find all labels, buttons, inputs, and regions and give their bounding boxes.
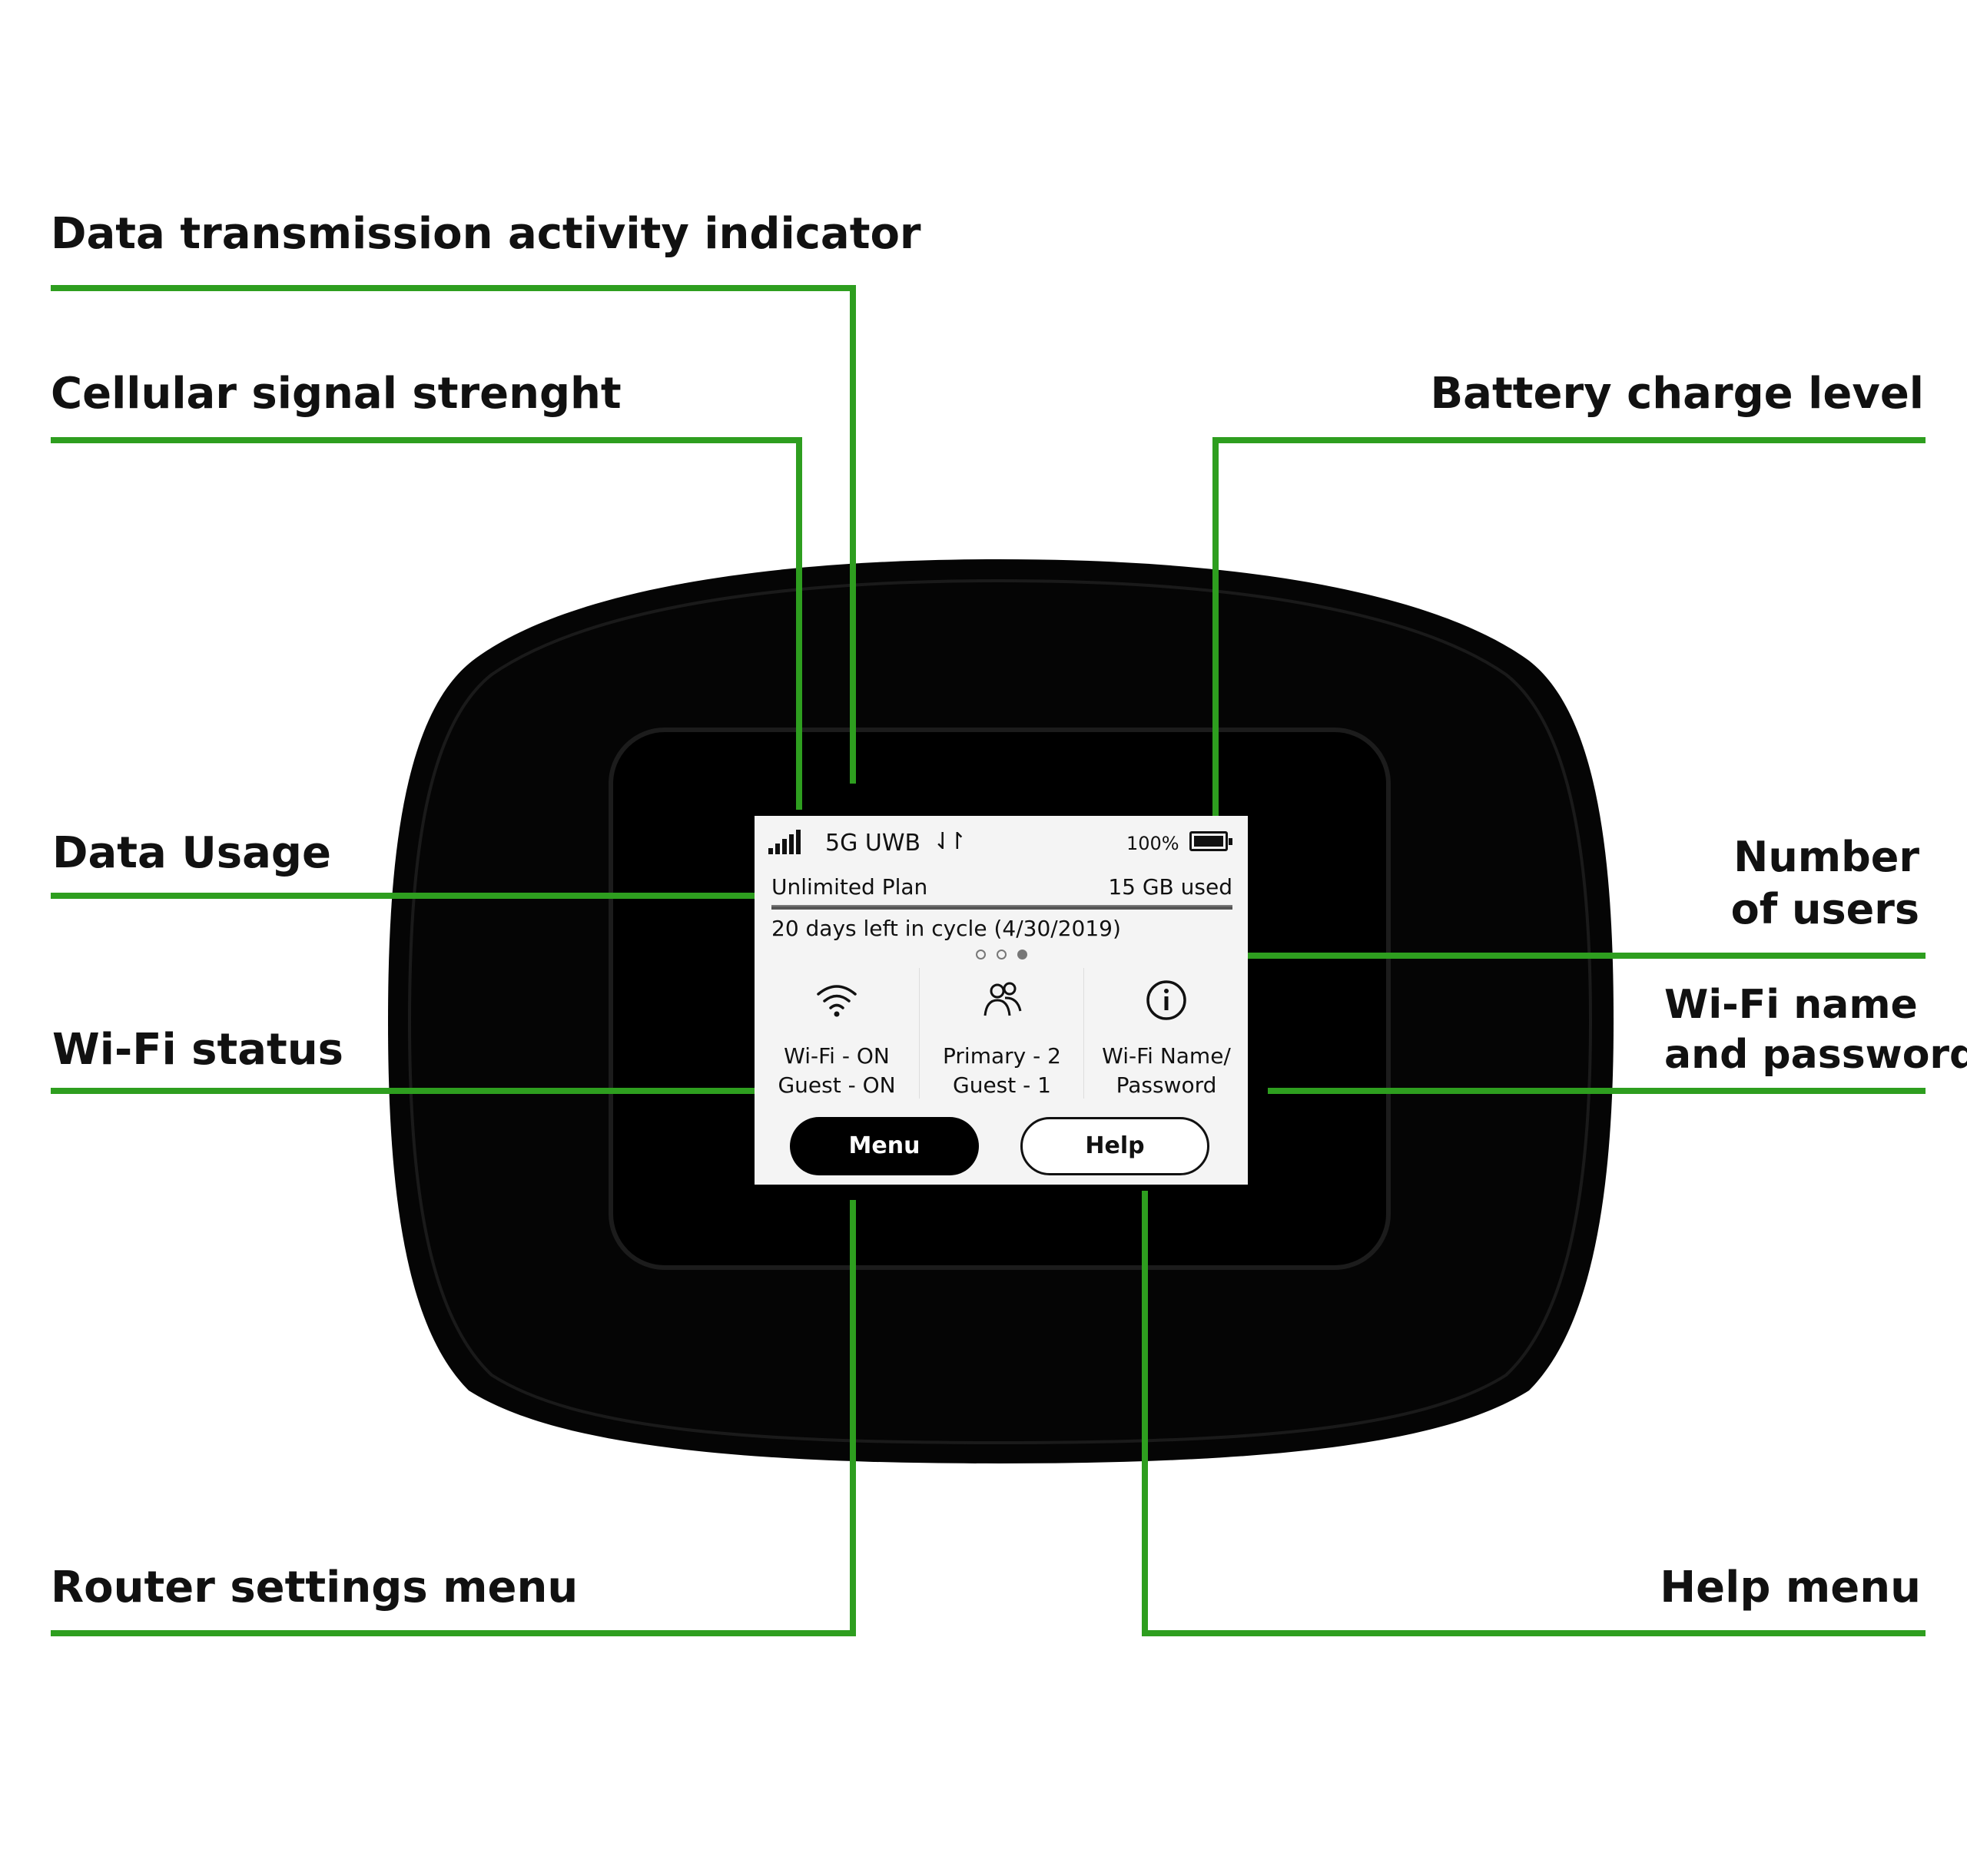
password-label: Password [1116, 1072, 1217, 1098]
callout-number-of-users-line1: Number [1733, 833, 1919, 881]
leader-help-menu [1142, 1191, 1926, 1636]
help-button[interactable]: Help [1020, 1117, 1209, 1175]
guest-wifi-state: Guest - ON [778, 1072, 896, 1098]
tile-wifi-credentials[interactable]: Wi-Fi Name/ Password [1083, 968, 1248, 1099]
tile-users[interactable]: Primary - 2 Guest - 1 [919, 968, 1084, 1099]
guest-users: Guest - 1 [953, 1072, 1051, 1098]
page-indicator [755, 948, 1248, 963]
menu-button[interactable]: Menu [790, 1117, 979, 1175]
leader-battery [1212, 437, 1926, 822]
callout-data-transmission: Data transmission activity indicator [51, 209, 921, 259]
users-icon [984, 982, 1022, 1016]
callout-cellular-signal: Cellular signal strenght [51, 369, 622, 419]
wifi-state: Wi-Fi - ON [784, 1043, 890, 1069]
network-type: 5G UWB [825, 830, 921, 857]
up-down-arrows-icon: ⇃↾ [933, 828, 967, 855]
signal-bar [789, 834, 794, 854]
usage-bar [771, 905, 1232, 910]
device-bezel-highlight [407, 578, 1593, 1445]
leader-data-transmission [51, 285, 856, 784]
callout-battery: Battery charge level [1430, 369, 1925, 419]
signal-bar [782, 839, 787, 854]
tile-users-label: Primary - 2 Guest - 1 [920, 1042, 1084, 1100]
usage-bar-fill [771, 907, 1232, 910]
wifi-icon [817, 985, 857, 1017]
tile-wifi-credentials-label: Wi-Fi Name/ Password [1084, 1042, 1248, 1100]
callout-data-usage: Data Usage [52, 828, 331, 878]
callout-wifi-name-password: Wi-Fi name and password [1664, 980, 1967, 1080]
page-dot [1017, 950, 1027, 960]
info-icon [1146, 980, 1186, 1020]
signal-bar [768, 848, 773, 854]
signal-strength-icon [768, 830, 805, 854]
callout-wifi-name-line2: and password [1664, 1032, 1967, 1078]
plan-row: Unlimited Plan 15 GB used [755, 870, 1248, 903]
page-dot [975, 950, 986, 960]
plan-name: Unlimited Plan [771, 874, 928, 900]
tile-wifi-label: Wi-Fi - ON Guest - ON [755, 1042, 919, 1100]
leader-router-menu [51, 1200, 856, 1636]
status-bar: 5G UWB ⇃↾ 100% [755, 827, 1248, 857]
battery-icon [1189, 831, 1232, 851]
wifi-name-label: Wi-Fi Name/ [1102, 1043, 1231, 1069]
primary-users: Primary - 2 [943, 1043, 1061, 1069]
callout-wifi-status: Wi-Fi status [52, 1025, 344, 1075]
signal-bar [775, 844, 780, 854]
battery-percent: 100% [1126, 833, 1179, 854]
battery-fill [1194, 836, 1223, 847]
callout-router-menu: Router settings menu [51, 1563, 579, 1612]
data-used: 15 GB used [1108, 874, 1232, 900]
status-tiles: Wi-Fi - ON Guest - ON Primary - 2 Guest … [755, 968, 1248, 1099]
cycle-text: 20 days left in cycle (4/30/2019) [771, 916, 1121, 941]
device-screen: 5G UWB ⇃↾ 100% Unlimited Plan 15 GB used… [755, 816, 1248, 1185]
tile-wifi[interactable]: Wi-Fi - ON Guest - ON [755, 968, 919, 1099]
callout-wifi-name-line1: Wi-Fi name [1664, 982, 1918, 1028]
page-dot [996, 950, 1007, 960]
callout-help-menu: Help menu [1660, 1563, 1921, 1612]
callout-number-of-users-line2: of users [1730, 884, 1919, 933]
leader-cellular-signal [51, 437, 802, 810]
signal-bar [796, 830, 801, 854]
callout-number-of-users: Number of users [1731, 831, 1919, 935]
